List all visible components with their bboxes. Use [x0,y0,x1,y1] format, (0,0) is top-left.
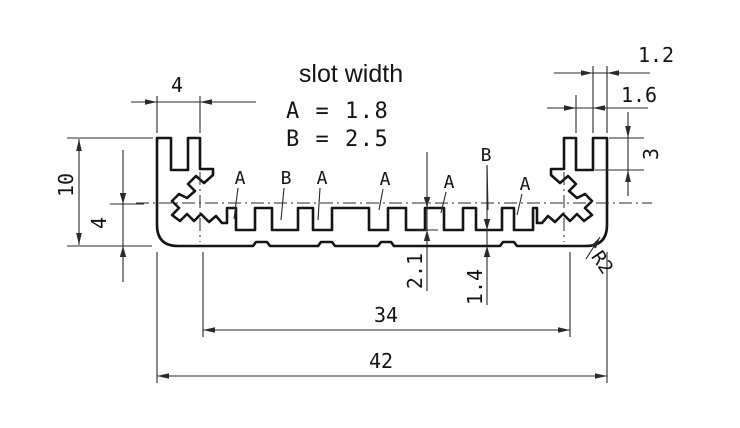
slot-label-3: A [317,168,328,189]
dim-top-slot-feature-width: 4 [171,73,183,97]
leader-line [317,187,321,221]
profile-outline [155,136,609,248]
slot-label-1: A [235,168,246,189]
slot-label-7: A [520,174,531,195]
dim-top-slot-depth: 3 [639,148,663,160]
dim-profile-height: 10 [54,173,78,197]
dimension-texts: 4 1.2 1.6 3 10 4 2.1 1.4 34 42 R2 [54,43,674,373]
note-block: slot width A = 1.8 B = 2.5 [286,60,403,152]
slot-label-5: A [444,172,455,193]
dim-top-slot-width: 1.6 [621,83,657,107]
leader-line [378,188,384,211]
profile-path [155,136,609,248]
dim-overall-width: 42 [369,349,393,373]
note-slot-a: A = 1.8 [286,99,389,124]
leader-line [516,193,523,216]
dim-inner-span: 34 [374,303,398,327]
leader-line [486,164,489,211]
dimension-lines [67,66,650,383]
slot-labels: A B A A A B A [235,145,531,195]
centerlines [136,172,652,242]
leader-line [440,191,447,214]
leader-line [233,187,239,220]
leader-line [280,187,285,221]
slot-label-6: B [481,145,492,166]
dim-wall-lip-width: 1.2 [638,43,674,67]
dim-base-height: 4 [87,217,111,229]
dim-base-under-slot: 1.4 [463,269,487,305]
note-title: slot width [299,60,403,88]
slot-label-4: A [380,169,391,190]
dim-slot-depth: 2.1 [403,253,427,289]
slot-label-2: B [281,168,292,189]
note-slot-b: B = 2.5 [286,127,389,152]
slot-label-leaders [233,164,523,221]
